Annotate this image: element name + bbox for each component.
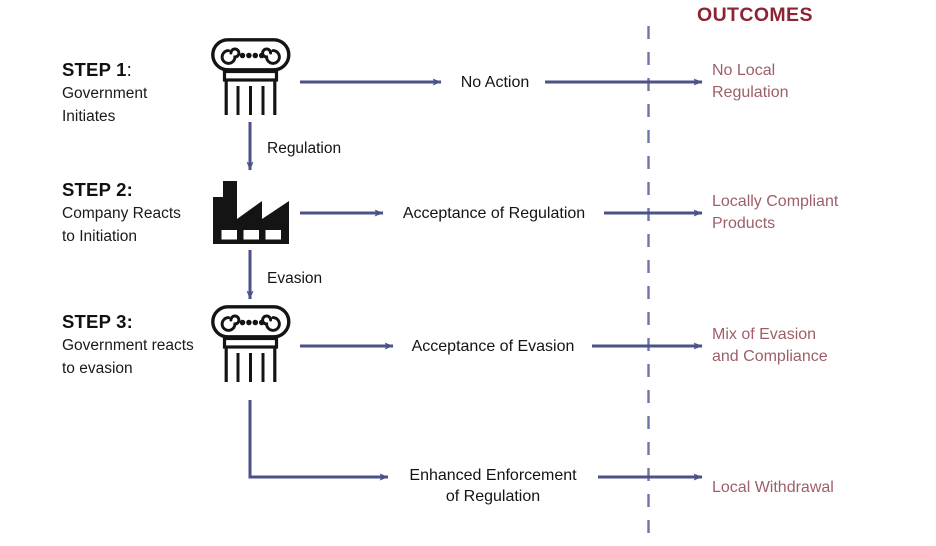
edge-label-evasion: Evasion	[267, 270, 323, 287]
outcome-label-locally-compliant-products: Locally Compliant Products	[712, 193, 839, 232]
step-2-heading: STEP 2:	[62, 179, 242, 201]
step-3-heading-text: STEP 3:	[62, 311, 133, 332]
factory-icon	[213, 181, 289, 244]
step-1-heading-colon: :	[126, 59, 132, 80]
outcome-label-local-withdrawal: Local Withdrawal	[712, 479, 834, 496]
action-label-acceptance-of-evasion: Acceptance of Evasion	[411, 338, 575, 355]
step-1-description: Government Initiates	[62, 85, 148, 125]
step-3-description: Government reacts to evasion	[62, 337, 194, 377]
government-column-icon	[211, 38, 291, 115]
step-block-2: STEP 2: Company Reacts to Initiation	[62, 179, 242, 248]
outcome-label-mix-of-evasion-and-compliance: Mix of Evasion and Compliance	[712, 326, 828, 365]
outcomes-column-title: OUTCOMES	[697, 4, 813, 26]
action-label-acceptance-of-regulation: Acceptance of Regulation	[402, 205, 586, 222]
step-3-heading: STEP 3:	[62, 311, 247, 333]
outcome-label-no-local-regulation: No Local Regulation	[712, 62, 789, 101]
elbow-step3-to-enhanced-enforcement	[248, 400, 389, 481]
step-1-heading-text: STEP 1	[62, 59, 127, 80]
step-2-description: Company Reacts to Initiation	[62, 205, 181, 245]
edge-label-regulation: Regulation	[267, 140, 342, 157]
step-block-1: STEP 1: Government Initiates	[62, 59, 232, 128]
government-column-icon	[211, 305, 291, 382]
step-2-heading-text: STEP 2:	[62, 179, 133, 200]
action-label-enhanced-enforcement: Enhanced Enforcement of Regulation	[409, 467, 577, 506]
step-block-3: STEP 3: Government reacts to evasion	[62, 311, 247, 380]
step-1-heading: STEP 1:	[62, 59, 232, 81]
action-label-no-action: No Action	[460, 74, 530, 91]
